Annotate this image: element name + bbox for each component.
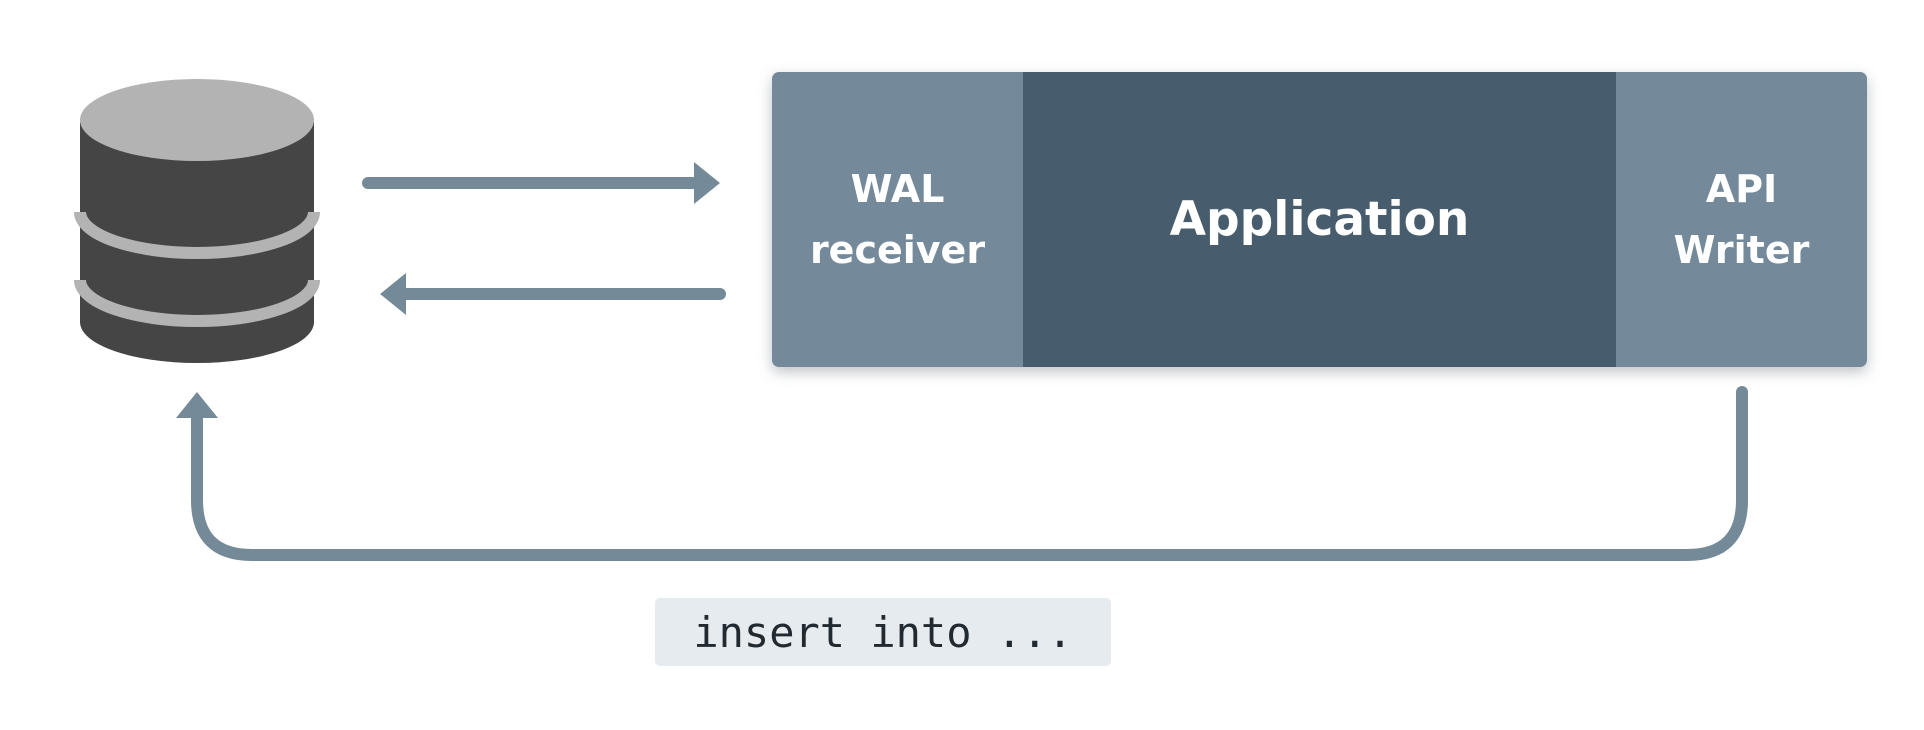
- application-block: WAL receiver Application API Writer: [772, 72, 1867, 367]
- writer-to-database-arrow: [176, 386, 1748, 561]
- arrow-to-database: [380, 273, 726, 315]
- sql-statement-label: insert into ...: [655, 598, 1111, 666]
- database-band-lower: [74, 279, 320, 327]
- arrow-to-application: [362, 162, 720, 204]
- database-top: [80, 79, 314, 161]
- api-writer-block: API Writer: [1616, 72, 1867, 367]
- database-band-upper: [74, 211, 320, 259]
- database-body: [80, 122, 314, 363]
- wal-receiver-block: WAL receiver: [772, 72, 1023, 367]
- application-core: Application: [1023, 72, 1616, 367]
- database-icon: [74, 79, 320, 363]
